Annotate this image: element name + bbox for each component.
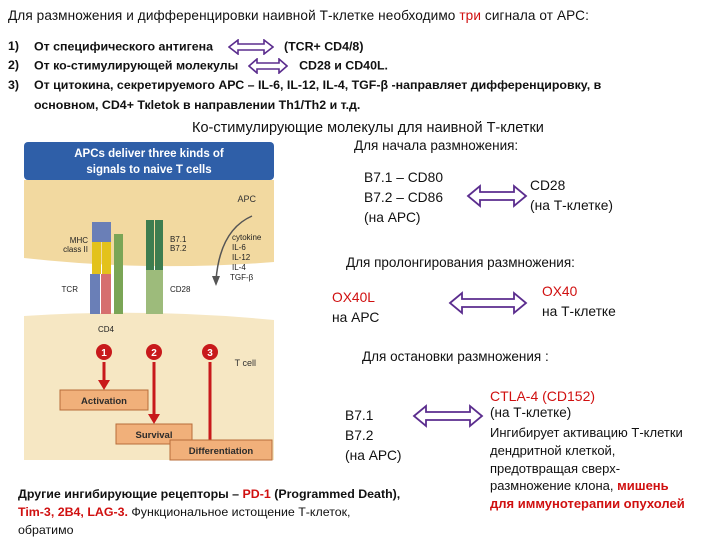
costim-header: Ко-стимулирующие молекулы для наивной Т-… bbox=[192, 120, 544, 136]
signal-1-marker bbox=[96, 344, 112, 360]
cd4-label: CD4 bbox=[98, 325, 115, 334]
pair3-right: CTLA-4 (CD152) (на Т-клетке) Ингибирует … bbox=[490, 388, 685, 513]
figure-banner bbox=[24, 142, 274, 180]
cytokine-il12: IL-12 bbox=[232, 253, 251, 262]
signal-item-1: 1)От специфического антигена (TCR+ CD4/8… bbox=[8, 39, 364, 55]
svg-text:3: 3 bbox=[207, 348, 213, 359]
cytokine-il6: IL-6 bbox=[232, 243, 246, 252]
double-arrow-icon bbox=[247, 58, 288, 74]
double-arrow-icon bbox=[228, 39, 275, 55]
b7-label-1: B7.1 bbox=[170, 235, 187, 244]
svg-text:1: 1 bbox=[101, 348, 107, 359]
stop-header: Для остановки размножения : bbox=[362, 349, 549, 364]
svg-text:2: 2 bbox=[151, 348, 157, 359]
start-header: Для начала размножения: bbox=[354, 138, 519, 153]
tcell-label: T cell bbox=[235, 358, 256, 368]
svg-text:Differentiation: Differentiation bbox=[189, 446, 254, 457]
apc-label: APC bbox=[237, 194, 256, 204]
cytokine-tgfb: TGF-β bbox=[230, 273, 254, 282]
banner-line-1: APCs deliver three kinds of bbox=[74, 148, 224, 160]
cytokine-arrow bbox=[215, 215, 253, 281]
mhc-label: MHC bbox=[70, 236, 88, 245]
prolong-header: Для пролонгирования размножения: bbox=[346, 255, 575, 270]
signal-item-3: 3)От цитокина, секретируемого АРС – IL-6… bbox=[8, 78, 602, 92]
cd28-molecule bbox=[146, 270, 163, 314]
ctla4-desc: Ингибирует активацию Т-клетки дендритной… bbox=[490, 425, 685, 512]
cytokine-label: cytokine bbox=[232, 233, 262, 242]
outcome-activation bbox=[59, 389, 149, 411]
outcome-survival bbox=[115, 423, 193, 445]
mhc-top bbox=[92, 222, 111, 242]
pair1-right: CD28(на Т-клетке) bbox=[530, 178, 613, 213]
ctla4-sub: (на Т-клетке) bbox=[490, 405, 572, 420]
signal-item-2: 2)От ко-стимулирующей молекулы CD28 и CD… bbox=[8, 58, 388, 74]
banner-line-2: signals to naive T cells bbox=[86, 164, 211, 176]
double-arrow-icon bbox=[448, 291, 528, 315]
signal-3-marker bbox=[202, 344, 218, 360]
b7-2 bbox=[155, 220, 163, 270]
b7-label-2: B7.2 bbox=[170, 244, 187, 253]
signal-item-3-line2: основном, CD4+ Ткletok в направлении Th1… bbox=[34, 98, 361, 112]
double-arrow-icon bbox=[412, 404, 484, 428]
title-highlight: три bbox=[459, 8, 482, 23]
ctla4-title: CTLA-4 (CD152) bbox=[490, 388, 596, 404]
tcr-chain-a bbox=[90, 274, 100, 314]
signal-2-marker bbox=[146, 344, 162, 360]
page-title: Для размножения и дифференцировки наивно… bbox=[8, 8, 589, 23]
double-arrow-icon bbox=[466, 184, 528, 208]
b7-1 bbox=[146, 220, 154, 270]
mhc-chain-b bbox=[102, 222, 111, 274]
svg-text:Survival: Survival bbox=[136, 430, 173, 441]
tcr-chain-b bbox=[101, 274, 111, 314]
cytokine-il4: IL-4 bbox=[232, 263, 246, 272]
signals-figure: APCs deliver three kinds of signals to n… bbox=[24, 142, 274, 461]
cd4-molecule bbox=[114, 234, 123, 314]
outcome-differentiation bbox=[169, 439, 273, 461]
mhc-label-2: class II bbox=[63, 245, 88, 254]
svg-text:Activation: Activation bbox=[81, 396, 127, 407]
other-receptors-note: Другие ингибирующие рецепторы – PD-1 (Pr… bbox=[18, 487, 401, 537]
cd28-label: CD28 bbox=[170, 285, 191, 294]
tcr-label: TCR bbox=[62, 285, 79, 294]
mhc-chain-a bbox=[92, 222, 101, 274]
